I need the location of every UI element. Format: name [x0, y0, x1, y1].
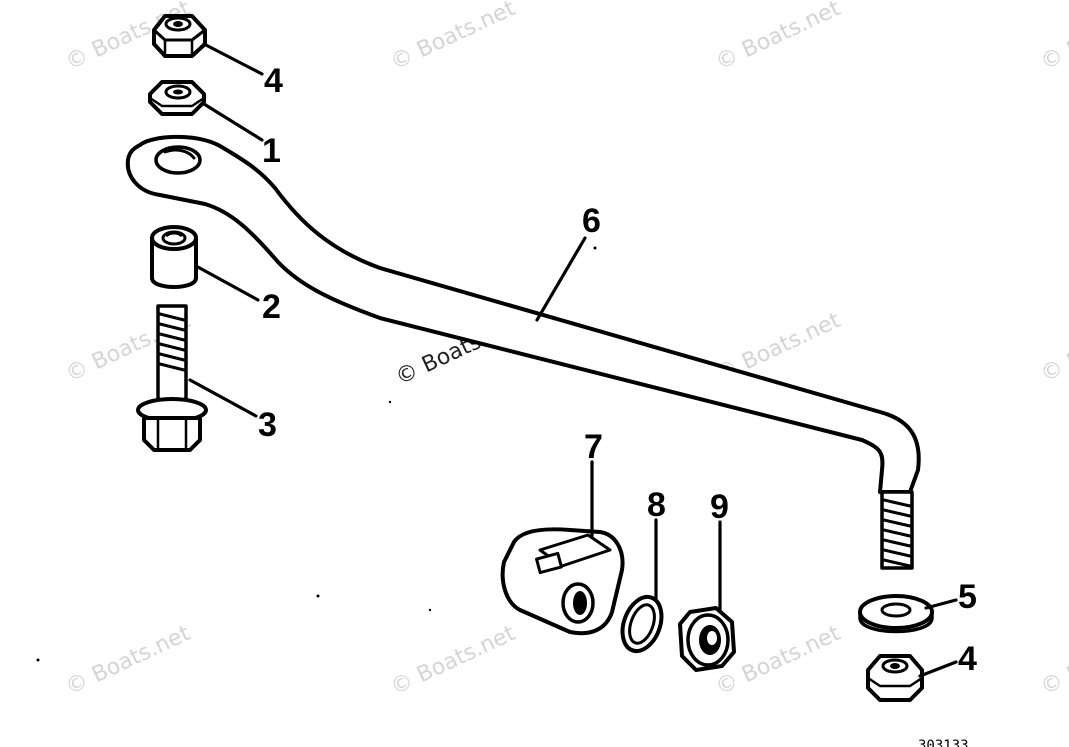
callout-labels: 4 1 2 3 6 7 8 9 5 4 [258, 62, 977, 678]
callout-number: 3 [258, 406, 277, 444]
callout-number: 9 [710, 488, 729, 526]
watermark: © Boats.net [712, 0, 845, 75]
leader-line [918, 660, 958, 678]
callout-number: 1 [262, 132, 281, 170]
watermark: © Boats.net [387, 621, 520, 701]
leader-line [188, 378, 258, 418]
watermark: © Boats.net [62, 621, 195, 701]
leader-line [535, 236, 587, 322]
diagram-part-number: 303133 [918, 738, 969, 747]
leader-line [202, 102, 264, 142]
clamp-block-part [500, 527, 625, 636]
thin-washer-part [620, 594, 664, 654]
callout-number: 7 [584, 428, 603, 466]
hex-nut-part [148, 80, 206, 116]
lock-nut-bottom-part [866, 654, 924, 702]
watermark: © Boats.net [1037, 308, 1069, 388]
leader-lines [188, 42, 958, 678]
watermark: © Boats.net [387, 0, 520, 75]
lock-nut-top-part [152, 14, 207, 58]
leader-line [924, 598, 958, 610]
scan-speckles [36, 246, 597, 662]
callout-number: 4 [958, 640, 977, 678]
callout-number: 2 [262, 288, 281, 326]
bolt-part [136, 304, 208, 452]
leader-line [202, 42, 264, 76]
leader-line [194, 264, 260, 302]
watermark: © Boats.net [1037, 0, 1069, 75]
callout-number: 5 [958, 578, 977, 616]
callout-number: 8 [647, 486, 666, 524]
spacer-part [150, 225, 198, 289]
locknut-part [678, 606, 736, 672]
link-rod-part [125, 134, 921, 570]
callout-number: 4 [264, 62, 283, 100]
watermark: © Boats.net [1037, 621, 1069, 701]
callout-number: 6 [582, 202, 601, 240]
flat-washer-part [858, 594, 934, 634]
